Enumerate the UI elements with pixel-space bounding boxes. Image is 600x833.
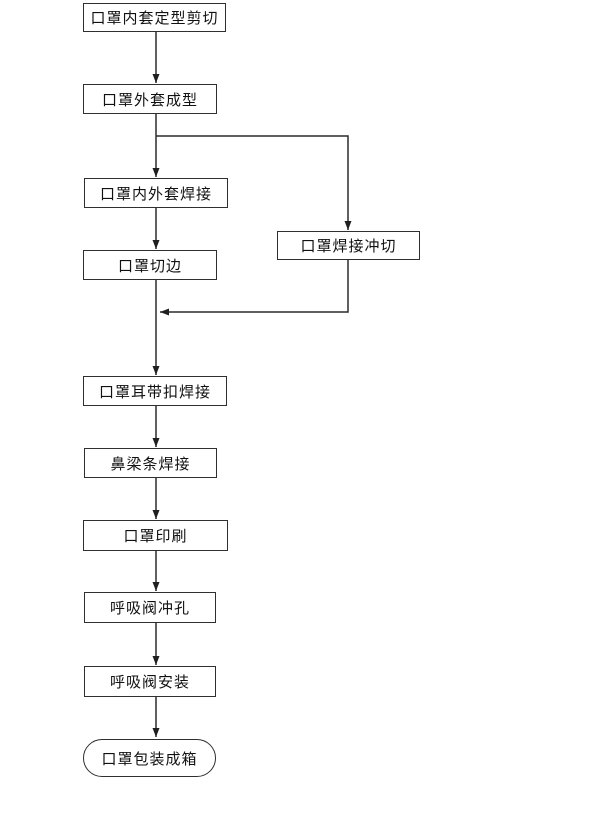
flow-node-valve-punching: 呼吸阀冲孔 [84,592,216,623]
flow-node-inner-cover-shaping-cut: 口罩内套定型剪切 [83,3,226,32]
flow-node-ear-strap-buckle-welding: 口罩耳带扣焊接 [83,376,227,406]
flow-node-valve-installation: 呼吸阀安装 [84,666,216,697]
flow-node-packing-into-boxes-terminal: 口罩包装成箱 [83,739,216,777]
node-label: 口罩内外套焊接 [99,185,212,203]
flow-node-inner-outer-welding: 口罩内外套焊接 [84,178,228,208]
node-label: 口罩切边 [117,257,182,275]
node-label: 呼吸阀安装 [109,674,190,691]
node-label: 口罩内套定型剪切 [90,10,219,27]
flow-node-printing: 口罩印刷 [83,520,228,551]
flow-node-edge-trimming: 口罩切边 [83,250,217,280]
flow-node-outer-cover-forming: 口罩外套成型 [83,84,217,114]
node-label: 鼻梁条焊接 [110,455,191,473]
node-label: 口罩印刷 [123,528,188,545]
node-label: 口罩包装成箱 [101,750,198,768]
flow-node-welding-punch-cut: 口罩焊接冲切 [277,231,420,260]
flow-node-nose-bridge-welding: 鼻梁条焊接 [84,448,217,478]
node-label: 呼吸阀冲孔 [109,600,190,617]
node-label: 口罩焊接冲切 [300,238,397,255]
node-label: 口罩耳带扣焊接 [98,383,211,401]
node-label: 口罩外套成型 [101,91,198,109]
